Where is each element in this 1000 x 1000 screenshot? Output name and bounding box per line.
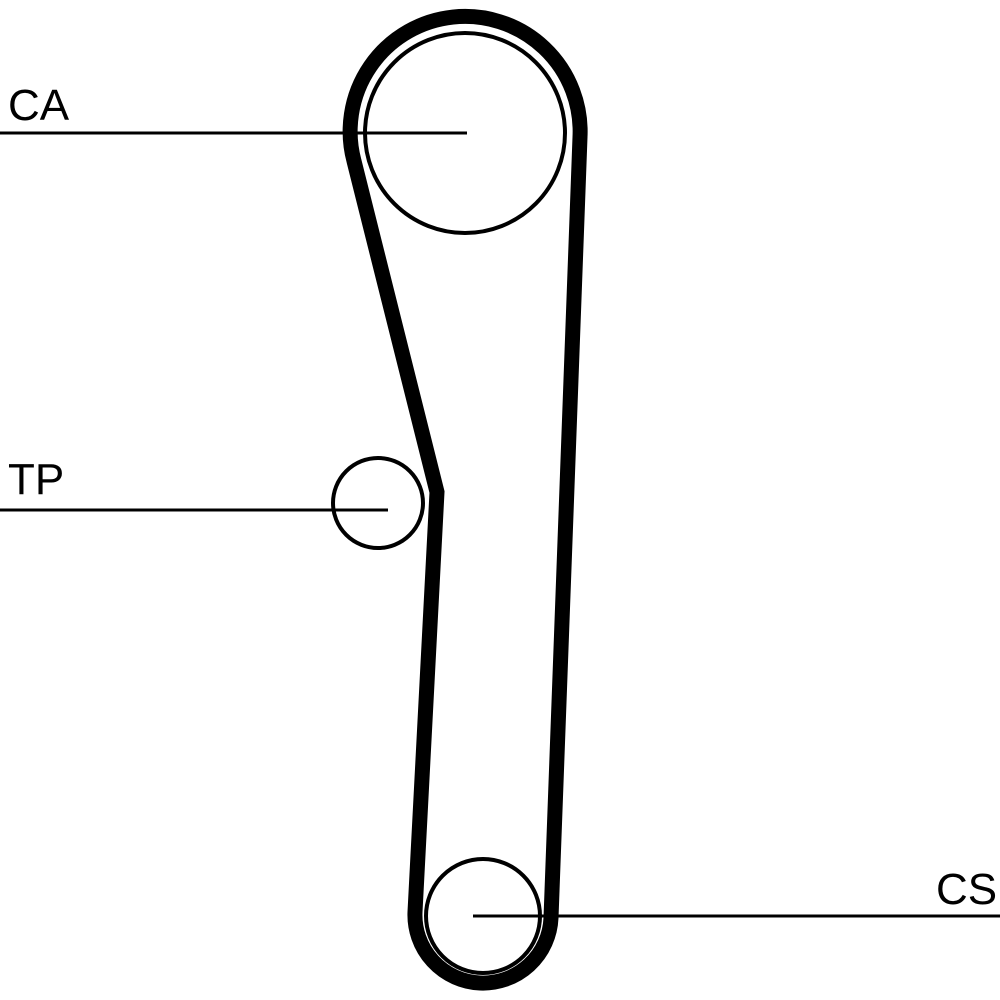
- timing-belt: [342, 8, 588, 991]
- camshaft-label: CA: [8, 81, 70, 130]
- tensioner-label: TP: [8, 455, 64, 504]
- crankshaft-label: CS: [936, 865, 997, 914]
- tensioner-pulley: [331, 456, 425, 550]
